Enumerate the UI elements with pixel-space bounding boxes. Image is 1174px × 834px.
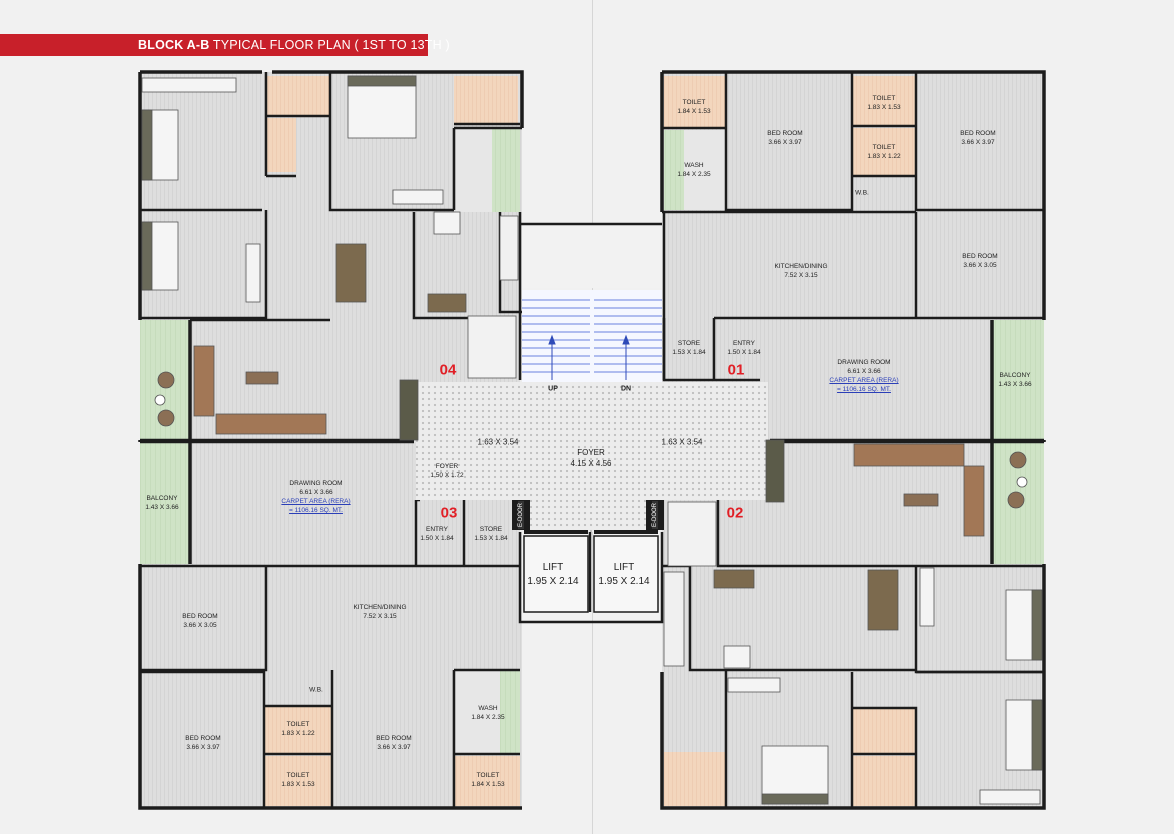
stair-down-label: DN — [620, 385, 632, 393]
dining-table-icon — [335, 243, 367, 303]
balcony-tr — [992, 320, 1044, 440]
room-foyer-left: 1.63 X 3.54 — [477, 437, 519, 447]
unit-number-04: 04 — [439, 361, 457, 379]
lift-door-right: E-DOOR — [652, 501, 658, 529]
sofa-icon — [215, 413, 327, 435]
furniture — [141, 75, 1043, 805]
unit-number-02: 02 — [726, 504, 744, 522]
sofa-icon — [853, 443, 965, 467]
lift-door-left: E-DOOR — [518, 501, 524, 529]
room-wb-tr: W.B. — [855, 189, 869, 197]
page-title: BLOCK A-B TYPICAL FLOOR PLAN ( 1ST TO 13… — [138, 38, 450, 52]
dining-table-icon — [867, 569, 899, 631]
stair-up-label: UP — [548, 385, 558, 393]
title-banner: BLOCK A-B TYPICAL FLOOR PLAN ( 1ST TO 13… — [0, 34, 450, 56]
unit-number-01: 01 — [727, 361, 745, 379]
balcony-bl — [140, 442, 190, 564]
room-foyer-right: 1.63 X 3.54 — [661, 437, 703, 447]
room-wb-bl: W.B. — [309, 686, 323, 694]
core — [416, 212, 768, 624]
unit-number-03: 03 — [440, 504, 458, 522]
